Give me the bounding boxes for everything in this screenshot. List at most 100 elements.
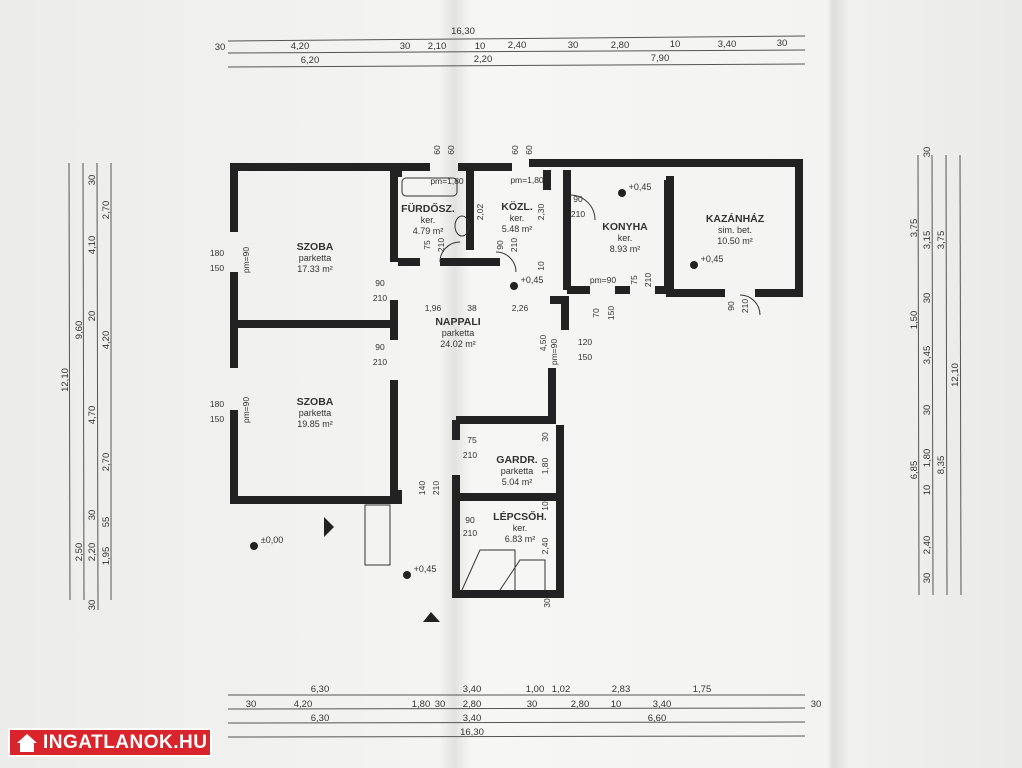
room-area: 5.04 m² [502, 477, 533, 487]
dimension-label: 6,30 [311, 684, 330, 695]
dimension-label: 2,80 [463, 699, 482, 710]
door-window-annotation: 150 [210, 414, 224, 424]
north-arrow-icon [423, 612, 440, 622]
dimension-label: 2,40 [922, 536, 933, 555]
door-window-annotation: 2,30 [536, 203, 546, 220]
door-window-annotation: 2,02 [475, 203, 485, 220]
door-window-annotation: 60 [446, 145, 456, 155]
level-marker-icon [618, 189, 626, 197]
room-name: SZOBA [297, 241, 334, 253]
door-window-annotation: 2,40 [540, 537, 550, 554]
door-window-annotation: 90 [375, 342, 385, 352]
room-floor: ker. [510, 213, 525, 223]
level-marker-icon [403, 571, 411, 579]
dimension-label: 1,02 [552, 684, 571, 695]
room-name: KONYHA [602, 221, 648, 233]
dimension-label: 6,30 [311, 713, 330, 724]
level-label: +0,45 [629, 182, 652, 192]
room-name: FÜRDŐSZ. [401, 202, 455, 215]
dimension-label: 10 [670, 39, 681, 50]
dimension-label: 4,10 [87, 236, 98, 255]
door-window-annotation: 90 [573, 194, 583, 204]
room-area: 4.79 m² [413, 226, 444, 236]
dimension-label: 30 [435, 699, 446, 710]
room-area: 19.85 m² [297, 419, 333, 429]
door-window-annotation: pm=90 [241, 247, 251, 273]
dimension-label: 3,40 [463, 684, 482, 695]
door-window-annotation: 150 [210, 263, 224, 273]
level-label: ±0,00 [261, 535, 283, 545]
dimension-label: 2,70 [101, 201, 112, 220]
dimension-label: 1,50 [909, 311, 920, 330]
dimension-label: 30 [246, 699, 257, 710]
room-area: 8.93 m² [610, 244, 641, 254]
door-window-annotation: 1,80 [540, 457, 550, 474]
door-window-annotation: 140 [417, 481, 427, 495]
door-window-annotation: 210 [463, 450, 477, 460]
door-window-annotation: 90 [465, 515, 475, 525]
room-area: 17.33 m² [297, 264, 333, 274]
room-area: 24.02 m² [440, 339, 476, 349]
room-floor: parketta [299, 408, 332, 418]
room-floor: sim. bet. [718, 225, 752, 235]
room-floor: ker. [421, 215, 436, 225]
room-floor: ker. [618, 233, 633, 243]
dimension-label: 30 [568, 40, 579, 51]
room-name: SZOBA [297, 396, 334, 408]
fixtures [364, 177, 761, 591]
dimension-label: 2,40 [508, 40, 527, 51]
level-label: +0,45 [414, 564, 437, 574]
door-window-annotation: 10 [536, 261, 546, 271]
dimension-label: 4,20 [101, 331, 112, 350]
door-window-annotation: 210 [373, 293, 387, 303]
door-window-annotation: 210 [436, 238, 446, 252]
door-window-annotation: pm=1,80 [510, 175, 544, 185]
dimension-label: 3,75 [936, 231, 947, 250]
door-window-annotation: pm=90 [590, 275, 616, 285]
room-name: KÖZL. [501, 200, 533, 213]
dimension-label: 1,80 [412, 699, 431, 710]
door-window-annotation: 60 [510, 145, 520, 155]
door-window-annotation: 150 [606, 306, 616, 320]
room-name: KAZÁNHÁZ [706, 212, 765, 225]
dimension-label: 3,40 [718, 39, 737, 50]
door-window-annotation: pm=90 [549, 339, 559, 365]
dimension-label: 6,60 [648, 713, 667, 724]
dimension-label: 12,10 [60, 368, 71, 392]
level-marker-icon [510, 282, 518, 290]
dimension-label: 2,20 [87, 543, 98, 562]
dimension-label: 2,50 [74, 543, 85, 562]
house-icon [16, 733, 38, 752]
door-window-annotation: 90 [375, 278, 385, 288]
dimension-label: 30 [527, 699, 538, 710]
dimension-label: 30 [87, 510, 98, 521]
dimension-label: 16,30 [451, 26, 475, 37]
dimension-label: 30 [215, 42, 226, 53]
door-window-annotation: 210 [509, 238, 519, 252]
dimension-label: 8,35 [936, 456, 947, 475]
door-window-annotation: 210 [431, 481, 441, 495]
dimension-label: 2,80 [611, 40, 630, 51]
dimension-label: 16,30 [460, 727, 484, 738]
room-floor: parketta [501, 466, 534, 476]
door-window-annotation: 210 [571, 209, 585, 219]
dimension-label: 30 [811, 699, 822, 710]
door-window-annotation: 210 [643, 273, 653, 287]
dimension-label: 1,95 [101, 547, 112, 566]
dimension-label: 10 [611, 699, 622, 710]
dimension-label: 4,20 [294, 699, 313, 710]
dimension-label: 9,60 [74, 321, 85, 340]
door-window-annotation: 75 [422, 240, 432, 250]
room-floor: parketta [299, 253, 332, 263]
dimension-label: 30 [87, 175, 98, 186]
room-area: 6.83 m² [505, 534, 536, 544]
dimension-label: 30 [400, 41, 411, 52]
door-window-annotation: 150 [578, 352, 592, 362]
level-label: +0,45 [701, 254, 724, 264]
dimension-label: 30 [922, 573, 933, 584]
room-name: GARDR. [496, 454, 537, 466]
dimension-label: 2,20 [474, 54, 493, 65]
dimension-label: 30 [922, 293, 933, 304]
